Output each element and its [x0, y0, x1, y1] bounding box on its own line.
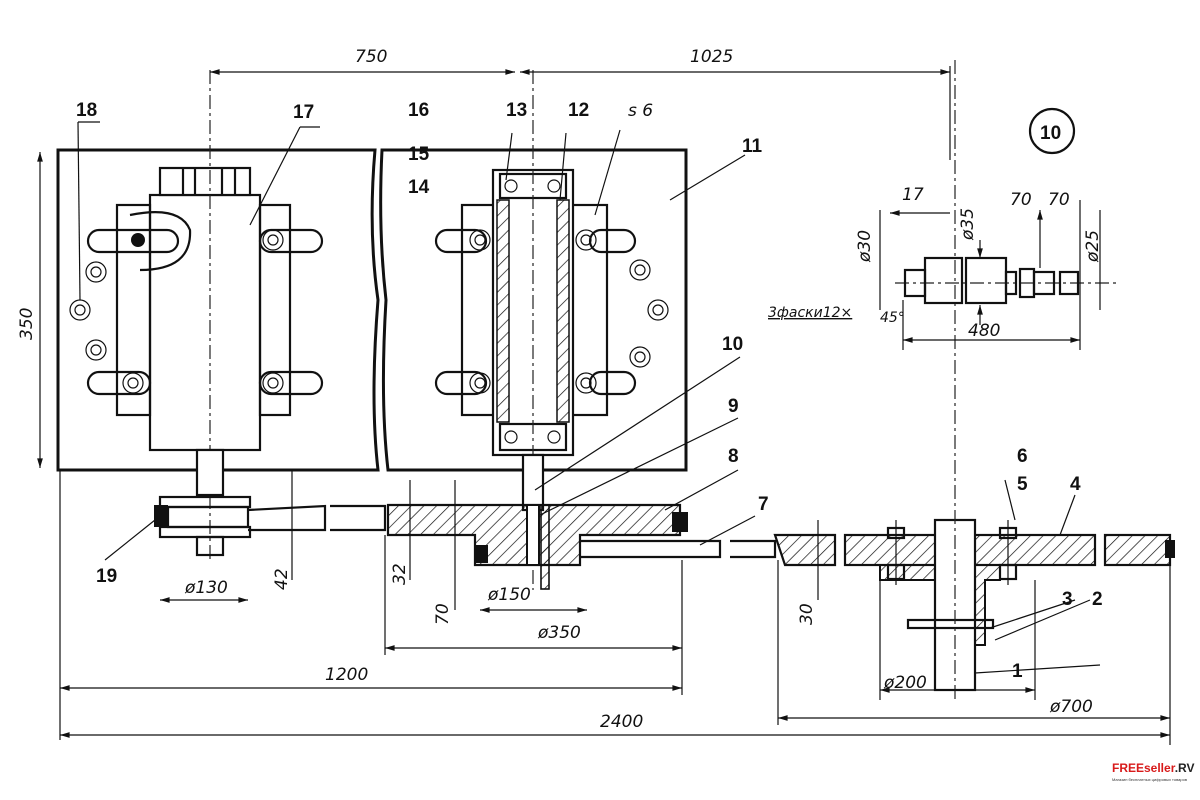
- detail-dim-35: ø35: [958, 208, 978, 241]
- dim-70: 70: [433, 603, 453, 625]
- leader-lines: [77, 121, 1101, 674]
- watermark-brand: FREEseller: [1112, 761, 1176, 775]
- part-label-11: 11: [742, 136, 763, 157]
- part-label-16: 16: [408, 100, 429, 121]
- detail-callout: 10: [1040, 123, 1061, 144]
- dim-130: ø130: [184, 578, 228, 598]
- watermark-suffix: .RV: [1175, 761, 1195, 775]
- part-label-12: 12: [568, 100, 589, 121]
- part-label-4: 4: [1070, 474, 1081, 495]
- detail-dim-30: ø30: [855, 230, 875, 263]
- part-label-2: 2: [1092, 589, 1103, 610]
- part-label-19: 19: [96, 566, 117, 587]
- part-label-6: 6: [1017, 446, 1028, 467]
- detail-dim-480: 480: [968, 321, 1000, 341]
- dim-32: 32: [390, 563, 410, 585]
- detail-10-shaft: 10 17 ø35 70 70 ø30 ø25 480 45° 3фаски12…: [768, 107, 1120, 350]
- right-plate-top-view: [379, 70, 688, 590]
- left-plate-top-view: [56, 70, 380, 560]
- svg-text:FREEseller.RV: FREEseller.RV: [1112, 761, 1195, 775]
- part-label-14: 14: [408, 177, 430, 198]
- dim-700: ø700: [1049, 697, 1093, 717]
- dim-42: 42: [272, 568, 292, 590]
- belt-drive-section: [154, 60, 1175, 700]
- chamfer-note: 3фаски12×: [768, 305, 852, 321]
- part-label-5: 5: [1017, 474, 1028, 495]
- part-label-18: 18: [76, 100, 97, 121]
- dim-30: 30: [797, 603, 817, 625]
- dim-2400: 2400: [600, 712, 643, 732]
- dim-350-dia: ø350: [537, 623, 581, 643]
- part-label-9: 9: [728, 396, 739, 417]
- part-label-17: 17: [293, 102, 314, 123]
- detail-dim-70b: 70: [1048, 190, 1070, 210]
- part-label-15: 15: [408, 144, 430, 165]
- weld-note: s 6: [628, 101, 653, 121]
- dim-200: ø200: [883, 673, 927, 693]
- dim-1025: 1025: [690, 47, 733, 67]
- detail-dim-17: 17: [902, 185, 924, 205]
- part-label-10: 10: [722, 334, 743, 355]
- detail-dim-70a: 70: [1010, 190, 1032, 210]
- detail-dim-25: ø25: [1083, 230, 1103, 263]
- dimension-lines: [37, 66, 1171, 745]
- watermark-tagline: Магазин бесплатных цифровых товаров: [1112, 777, 1187, 782]
- part-label-1: 1: [1012, 661, 1023, 682]
- dim-150: ø150: [487, 585, 531, 605]
- dim-350: 350: [17, 308, 37, 340]
- dim-750: 750: [355, 47, 387, 67]
- part-label-13: 13: [506, 100, 527, 121]
- part-label-8: 8: [728, 446, 739, 467]
- dim-1200: 1200: [325, 665, 368, 685]
- part-label-7: 7: [758, 494, 769, 515]
- detail-dim-45: 45°: [880, 310, 905, 326]
- watermark: FREEseller.RV Магазин бесплатных цифровы…: [1112, 761, 1195, 782]
- part-label-3: 3: [1062, 589, 1073, 610]
